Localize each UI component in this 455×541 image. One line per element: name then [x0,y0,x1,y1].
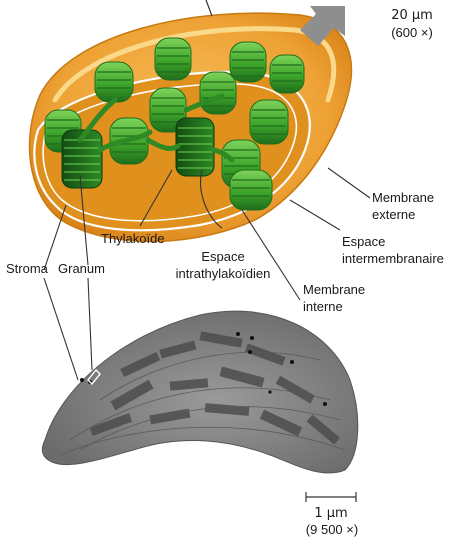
bottom-scale-length: 1 µm [300,506,362,521]
top-scale-length: 20 µm [382,8,442,23]
label-membrane-externe-1: Membrane [372,190,434,205]
granum-stack [250,100,288,144]
bottom-scale-magnification: (9 500 ×) [296,522,368,537]
granum-stack [95,62,133,102]
label-espace-intrathylakoidien-2: intrathylakoïdien [162,266,284,281]
granum-stack [155,38,191,80]
granum-stack [270,55,304,93]
scale-bar-1um [306,492,356,502]
label-espace-intrathylakoidien-1: Espace [168,249,278,264]
electron-micrograph [42,311,357,473]
label-membrane-interne-2: interne [303,299,343,314]
granum-stack [230,170,272,210]
label-thylakoide: Thylakoïde [101,231,165,246]
top-scale-magnification: (600 ×) [382,25,442,40]
label-espace-intermembranaire-1: Espace [342,234,385,249]
label-membrane-interne-1: Membrane [303,282,365,297]
label-granum: Granum [58,261,105,276]
granum-stack [200,72,236,114]
granum-stack [230,42,266,82]
granum-cutaway [176,118,214,176]
chloroplast-3d-drawing [30,0,352,241]
label-stroma: Stroma [6,261,48,276]
micrograph-organelle [42,311,357,473]
label-membrane-externe-2: externe [372,207,415,222]
label-espace-intermembranaire-2: intermembranaire [342,251,444,266]
